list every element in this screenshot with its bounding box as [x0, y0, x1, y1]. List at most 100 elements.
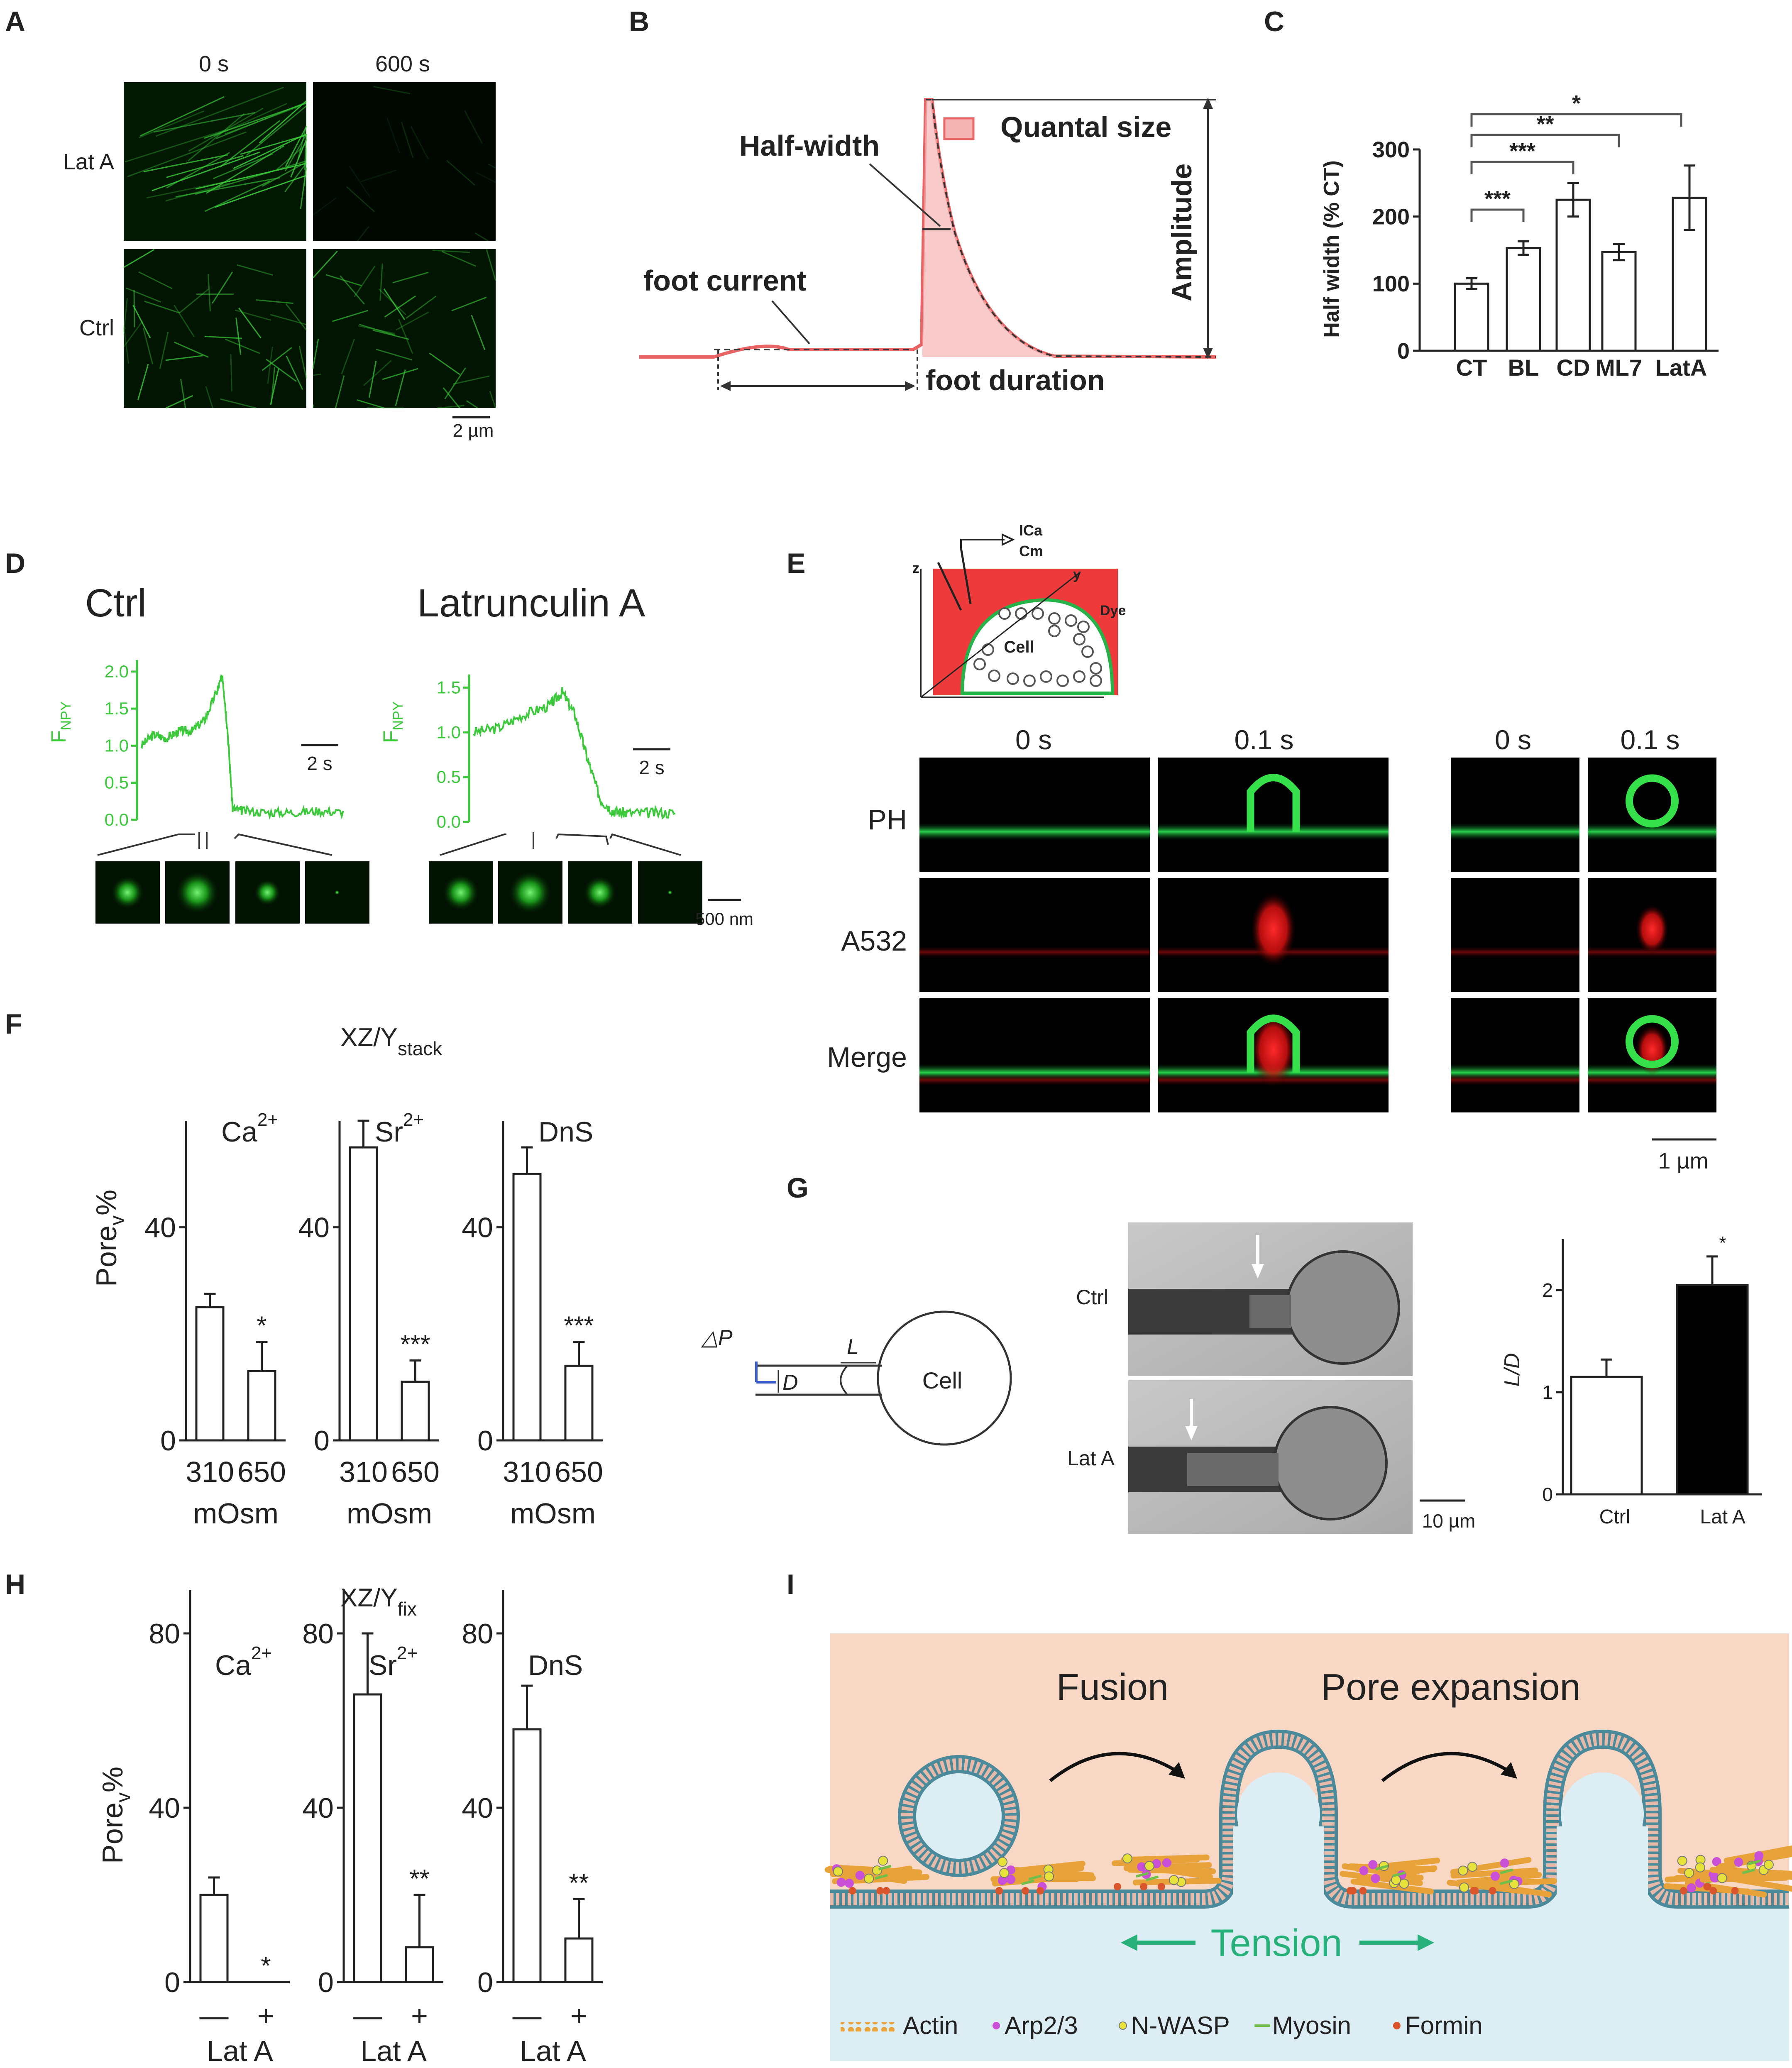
vesicle-thumbnails	[95, 861, 702, 924]
arrowhead-right	[905, 381, 915, 391]
panel-a-col-600s: 600 s	[375, 51, 430, 76]
schema-cell-label: Cell	[1004, 638, 1034, 656]
actin-fiber	[259, 100, 307, 144]
actin-fiber	[312, 404, 315, 408]
actin-fiber	[379, 263, 383, 301]
h-category-label: +	[257, 2000, 274, 2032]
nwasp-dot	[1122, 1853, 1132, 1864]
h-category-label: —	[353, 2000, 382, 2032]
actin-fiber	[284, 162, 307, 193]
h-category-label: —	[513, 2000, 542, 2032]
quantal-size-label: Quantal size	[1000, 111, 1171, 143]
vesicle-circle	[1048, 612, 1061, 625]
h-bar	[512, 1728, 542, 1983]
vesicle-circle	[1090, 662, 1102, 675]
actin-fiber	[446, 160, 475, 186]
connector-lata-3	[555, 833, 609, 845]
h-y-tick-label: 40	[302, 1792, 334, 1824]
c-significance-stars: **	[1536, 112, 1554, 137]
c-significance-stars: *	[1572, 91, 1581, 116]
confocal-tile	[919, 878, 1150, 992]
actin-fibers-texture	[123, 86, 496, 409]
nwasp-dot	[872, 1865, 882, 1875]
actin-fiber	[290, 139, 307, 178]
actin-fiber	[175, 177, 280, 198]
g-y-label: L/D	[1500, 1353, 1524, 1387]
h-y-tick-label: 40	[462, 1792, 493, 1824]
actin-fiber	[286, 355, 303, 390]
nwasp-dot	[997, 1857, 1008, 1867]
actin-fiber	[267, 347, 273, 384]
confocal-tiles	[919, 758, 1716, 1112]
vesicle-spot	[111, 876, 144, 909]
actin-fiber	[486, 249, 496, 281]
c-category-label: CD	[1557, 354, 1590, 381]
actin-fiber	[235, 318, 242, 355]
actin-fiber	[384, 295, 416, 318]
actin-fiber	[146, 172, 271, 199]
vesicle-circle	[1007, 672, 1019, 685]
ph-omega-profile	[1247, 1014, 1300, 1073]
h-category-label: +	[411, 2000, 428, 2032]
trace-y-tick-label: 2.0	[105, 662, 129, 681]
actin-fiber	[208, 274, 211, 311]
membrane-band-red	[1451, 1074, 1579, 1086]
formin-dot	[1489, 1887, 1496, 1894]
actin-fiber	[466, 400, 478, 409]
legend-myosin: Myosin	[1272, 2012, 1351, 2039]
actin-fiber	[346, 186, 375, 213]
actin-fiber	[312, 250, 338, 279]
actin-fiber	[205, 145, 284, 194]
h-y-tick-label: 0	[164, 1967, 180, 1998]
h-group-label: DnS	[528, 1650, 583, 1681]
delta-p-label: △P	[701, 1326, 733, 1350]
pore-expansion-arrow	[1381, 1752, 1512, 1782]
group-superscript: 2+	[251, 1643, 272, 1663]
h-significance: **	[409, 1865, 429, 1893]
trace-y-tick-label: 1.0	[105, 736, 129, 755]
vesicle-spot	[509, 871, 552, 914]
fnpy-trace-line	[141, 675, 344, 820]
formin-dot	[1346, 1887, 1354, 1894]
myosin-dash	[1392, 1871, 1406, 1877]
actin-fiber	[144, 301, 180, 314]
actin-fiber	[266, 359, 297, 382]
actin-fiber	[368, 361, 377, 398]
f-significance: *	[257, 1312, 266, 1340]
g-y-tick-label: 0	[1542, 1484, 1553, 1505]
actin-fiber	[398, 319, 413, 354]
vesicle-circles	[973, 607, 1102, 687]
actin-fiber	[437, 405, 465, 409]
membrane-band-green	[1451, 822, 1579, 841]
arp23-dot	[1137, 1862, 1147, 1872]
actin-fiber	[335, 375, 345, 408]
group-superscript: 2+	[397, 1643, 418, 1663]
actin-fiber	[395, 369, 406, 406]
actin-fiber	[474, 232, 489, 242]
h-y-tick-label: 80	[462, 1618, 493, 1650]
trace-y-tick-label: 0.5	[437, 767, 461, 787]
arp23-dot	[997, 1876, 1007, 1885]
actin-fiber	[262, 161, 307, 187]
actin-fiber	[127, 131, 247, 177]
time-bar-label-lata: 2 s	[639, 757, 664, 778]
myosin-dash	[1028, 1875, 1042, 1881]
actin-fiber	[442, 387, 460, 408]
micrograph-ctrl-0s	[124, 249, 306, 408]
f-y-tick-label: 40	[144, 1212, 176, 1243]
actin-fiber	[204, 335, 242, 339]
actin-fiber	[154, 112, 256, 133]
trace-y-tick-label: 0.0	[105, 810, 129, 829]
nwasp-dot	[1391, 1875, 1401, 1885]
actin-fiber	[225, 338, 260, 354]
schema-y-label: y	[1073, 567, 1081, 582]
membrane-inner-gap	[830, 1909, 1789, 1911]
actin-fiber	[205, 386, 213, 408]
arp23-dot	[1712, 1857, 1721, 1866]
group-name: Sr	[369, 1650, 397, 1681]
actin-fiber	[188, 108, 264, 152]
panel-h-title: XZ/Yfix	[340, 1584, 417, 1620]
